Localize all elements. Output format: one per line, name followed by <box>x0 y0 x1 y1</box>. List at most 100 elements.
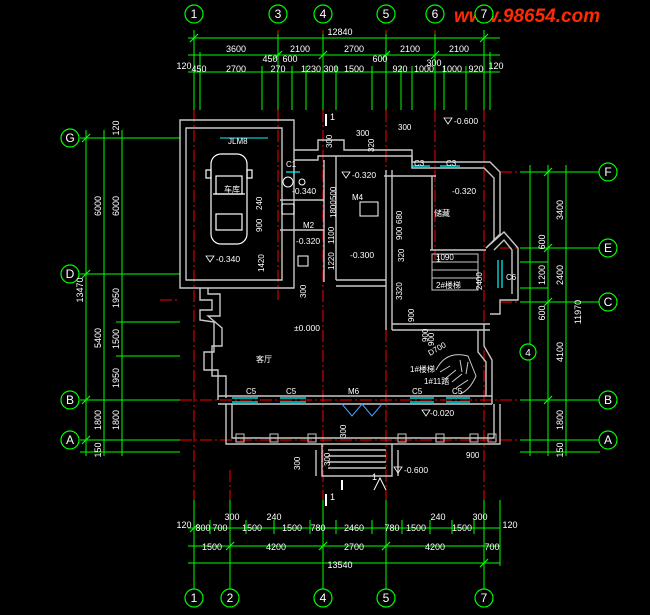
dim-left-o-2: 1800 <box>93 410 103 430</box>
room-stair-2: 2#楼梯 <box>436 280 461 290</box>
axis-top-6: 6 <box>432 7 439 21</box>
dim-bottom-r1-13: 300 <box>472 512 487 522</box>
dim-bottom-r1-12: 1500 <box>452 523 472 533</box>
dim-left-i-5: 1800 <box>111 410 121 430</box>
dim-left-o-0: 6000 <box>93 196 103 216</box>
dim-top-overall: 12840 <box>327 27 352 37</box>
dim-bottom-r1-6: 1500 <box>282 523 302 533</box>
dim-left-i-2: 1950 <box>111 288 121 308</box>
idim-18: 2400 <box>475 272 484 290</box>
posts <box>235 433 497 443</box>
door-jlm8: JLM8 <box>228 137 248 146</box>
win-c1: C1 <box>286 160 297 169</box>
dim-left-o-1: 5400 <box>93 328 103 348</box>
stair-1 <box>435 354 477 395</box>
idim-23: 300 <box>323 452 332 466</box>
dim-left-i-1: 6000 <box>111 196 121 216</box>
idim-24: 900 <box>427 332 436 346</box>
idim-10: 1420 <box>257 254 266 272</box>
car-icon <box>205 153 253 245</box>
section-mark-1d: 1 <box>436 254 441 264</box>
level-3: -0.320 <box>452 186 476 196</box>
dim-bottom-r1-14: 120 <box>502 520 517 530</box>
door-m4: M4 <box>352 193 364 202</box>
axis-right-c: C <box>604 295 613 309</box>
doors <box>220 137 383 417</box>
entry-arrow-icon <box>373 476 387 491</box>
axis-left-d: D <box>66 267 75 281</box>
dim-bottom-r2-1: 4200 <box>266 542 286 552</box>
axis-left-g: G <box>65 131 74 145</box>
section-mark-labels: 1 1 1 1 <box>330 112 441 502</box>
dimension-lines <box>80 30 600 590</box>
idim-0: 300 <box>356 129 370 138</box>
section-mark-1c: 1 <box>372 472 377 482</box>
idim-4: 1800 <box>329 200 338 218</box>
dim-top-r2-1: 450 <box>191 64 206 74</box>
win-c5-d: C5 <box>452 387 463 396</box>
level-9: -0.600 <box>404 465 428 475</box>
axis-right-4: 4 <box>525 348 531 359</box>
axis-right-e: E <box>604 241 612 255</box>
idim-7: 900 <box>395 226 404 240</box>
axis-top-1: 1 <box>191 7 198 21</box>
dim-top-r2-8: 1500 <box>344 64 364 74</box>
dim-bottom-r1-5: 240 <box>266 512 281 522</box>
idim-6: 680 <box>395 210 404 224</box>
dim-bottom-r1-11: 240 <box>430 512 445 522</box>
idim-17: 1090 <box>436 253 454 262</box>
level-1: -0.340 <box>292 186 316 196</box>
stair-2 <box>431 253 479 291</box>
interior-dims: 300 300 300 1100 1800 500 680 900 900 24… <box>255 123 484 470</box>
dim-top-r2-6: 1230 <box>301 64 321 74</box>
idim-1: 300 <box>398 123 412 132</box>
win-c6: C6 <box>506 273 517 282</box>
idim-20: 300 <box>339 424 348 438</box>
dim-bottom-r2-0: 1500 <box>202 542 222 552</box>
section-mark-1b: 1 <box>330 492 335 502</box>
dim-top-r2-2: 2700 <box>226 64 246 74</box>
dim-right-i-1: 1200 <box>537 265 547 285</box>
level-2: -0.320 <box>352 170 376 180</box>
dim-bottom-r1-3: 300 <box>224 512 239 522</box>
dim-right-overall: 11970 <box>573 300 583 324</box>
dim-bottom-r2-2: 2700 <box>344 542 364 552</box>
dim-bottom-r1-9: 780 <box>384 523 399 533</box>
room-labels: 车库 客厅 储藏 1#楼梯 1#11踏 2#楼梯 D700 <box>224 184 461 386</box>
dim-left-overall: 13470 <box>75 277 85 302</box>
dim-bottom-r1-1: 800 <box>195 523 210 533</box>
idim-2: 300 <box>325 134 334 148</box>
win-c3-b: C3 <box>446 159 457 168</box>
dim-bottom-r1-8: 2460 <box>344 523 364 533</box>
dim-right-o-2: 4100 <box>555 342 565 362</box>
axis-right-f: F <box>604 165 611 179</box>
section-marks <box>325 114 343 506</box>
dim-left-o-3: 150 <box>93 442 103 457</box>
dim-top-r2-3: 450 <box>262 54 277 64</box>
axis-left-a: A <box>66 433 74 447</box>
windows <box>232 165 503 403</box>
opening-labels: C1 C3 C3 C5 C5 C5 C5 C6 JLM8 M4 M2 M6 <box>228 137 517 396</box>
room-stair-1: 1#楼梯 <box>410 364 435 374</box>
bathroom-fixtures <box>281 176 379 267</box>
idim-9: 240 <box>255 196 264 210</box>
dim-top-r2-15: 120 <box>488 61 503 71</box>
walls <box>179 119 519 477</box>
dim-right-o-0: 3400 <box>555 200 565 220</box>
axis-left-b: B <box>66 393 74 407</box>
idim-12: 320 <box>397 248 406 262</box>
level-6: ±0.000 <box>294 323 320 333</box>
dim-top-r2-4: 600 <box>282 54 297 64</box>
door-m2: M2 <box>303 221 315 230</box>
dim-bottom-r1-7: 780 <box>310 523 325 533</box>
axis-bottom-5: 5 <box>383 591 390 605</box>
axis-bottom-2: 2 <box>227 591 234 605</box>
idim-21: 300 <box>299 284 308 298</box>
idim-5: 500 <box>329 186 338 200</box>
dim-top-r1-3: 2100 <box>400 44 420 54</box>
dim-top-r2-11: 1000 <box>414 64 434 74</box>
dim-top-r2-13: 1000 <box>442 64 462 74</box>
room-stair-1-note: 1#11踏 <box>424 376 449 386</box>
dim-left-i-3: 1500 <box>111 329 121 349</box>
room-storage: 储藏 <box>434 208 450 218</box>
